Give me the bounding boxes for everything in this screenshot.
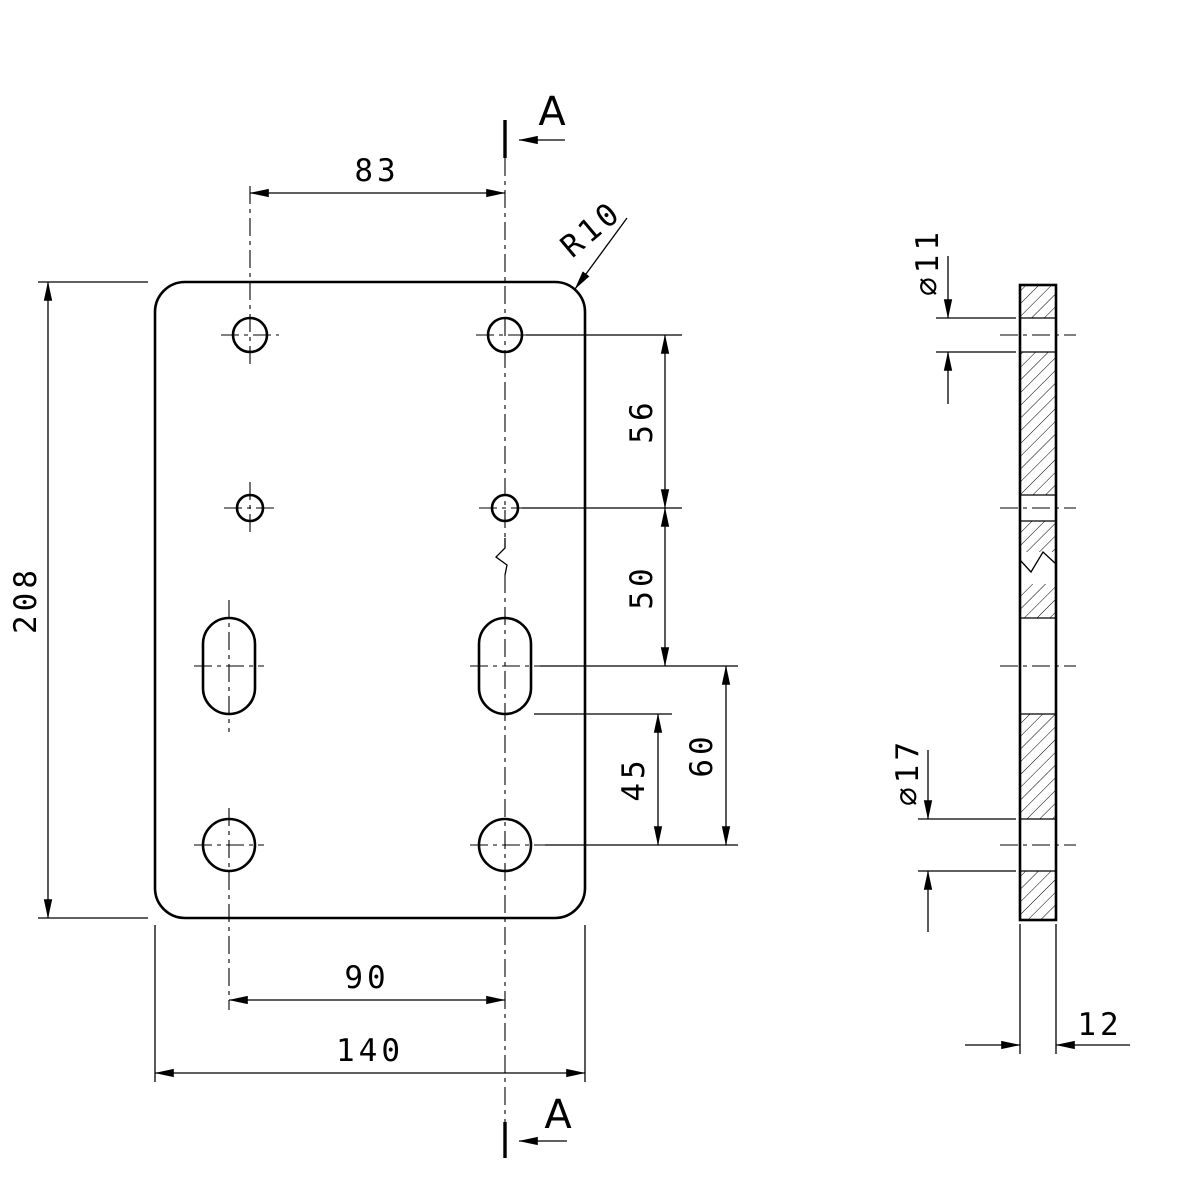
- section-view: [1000, 283, 1076, 922]
- dim-dia11: ∅11: [910, 228, 1016, 404]
- dim-60-label: 60: [684, 732, 720, 777]
- section-mark-bottom: A: [503, 1092, 572, 1158]
- section-centerlines: [1000, 334, 1076, 846]
- dim-12: 12: [965, 924, 1130, 1054]
- dim-90-label: 90: [344, 960, 389, 996]
- section-cutting-line: [495, 158, 508, 1122]
- front-view: [153, 158, 587, 1122]
- dim-208-label: 208: [8, 566, 44, 634]
- section-plate-outline: [1018, 283, 1058, 922]
- dim-50-label: 50: [624, 564, 660, 609]
- break-line: [1019, 550, 1057, 574]
- dim-50: 50: [540, 507, 738, 667]
- dim-208: 208: [8, 281, 148, 919]
- dim-45: 45: [534, 713, 672, 846]
- section-label-bottom: A: [544, 1092, 572, 1138]
- section-mark-top: A: [503, 89, 566, 158]
- dim-r10-label: R10: [554, 194, 629, 265]
- dim-83-label: 83: [354, 153, 399, 189]
- dim-r10: R10: [554, 194, 629, 290]
- dim-45-label: 45: [616, 756, 652, 801]
- dim-140-label: 140: [336, 1033, 404, 1069]
- break-jog: [495, 538, 508, 576]
- section-label-top: A: [538, 89, 566, 135]
- dim-90: 90: [228, 960, 506, 1005]
- dim-56-label: 56: [624, 398, 660, 443]
- dim-12-label: 12: [1077, 1007, 1122, 1043]
- dim-140: 140: [154, 925, 586, 1082]
- dim-dia11-label: ∅11: [910, 228, 946, 296]
- dim-dia17: ∅17: [890, 738, 1016, 932]
- dim-60: 60: [545, 665, 738, 846]
- dim-56: 56: [522, 334, 682, 509]
- plate-outline: [153, 280, 587, 920]
- section-hole-edges: [1020, 317, 1056, 872]
- dim-83: 83: [249, 153, 506, 198]
- centerlines: [194, 186, 545, 1010]
- dim-dia17-label: ∅17: [890, 738, 926, 806]
